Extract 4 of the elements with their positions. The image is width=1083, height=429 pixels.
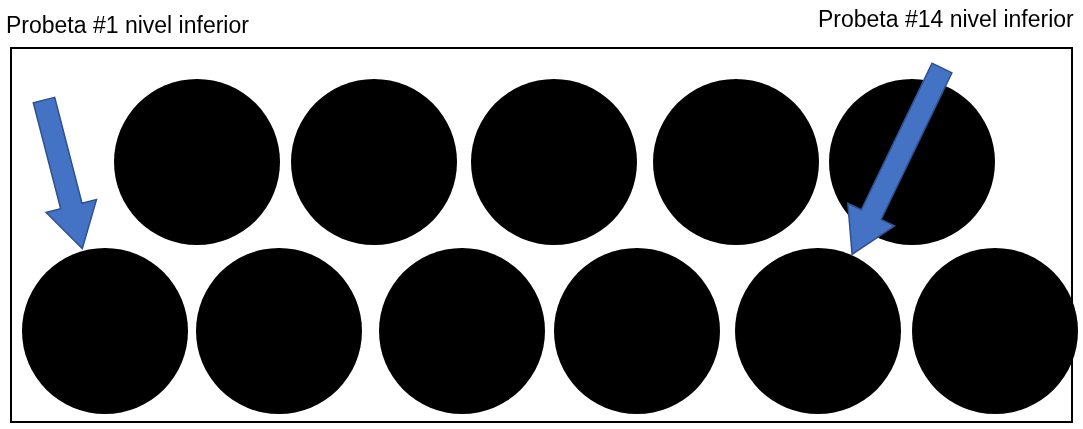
specimen-label: Probeta #1 nivel inferior (6, 12, 249, 39)
specimen-label: Probeta #14 nivel inferior (818, 6, 1074, 33)
block-arrow (32, 96, 98, 251)
block-arrow (846, 62, 953, 256)
